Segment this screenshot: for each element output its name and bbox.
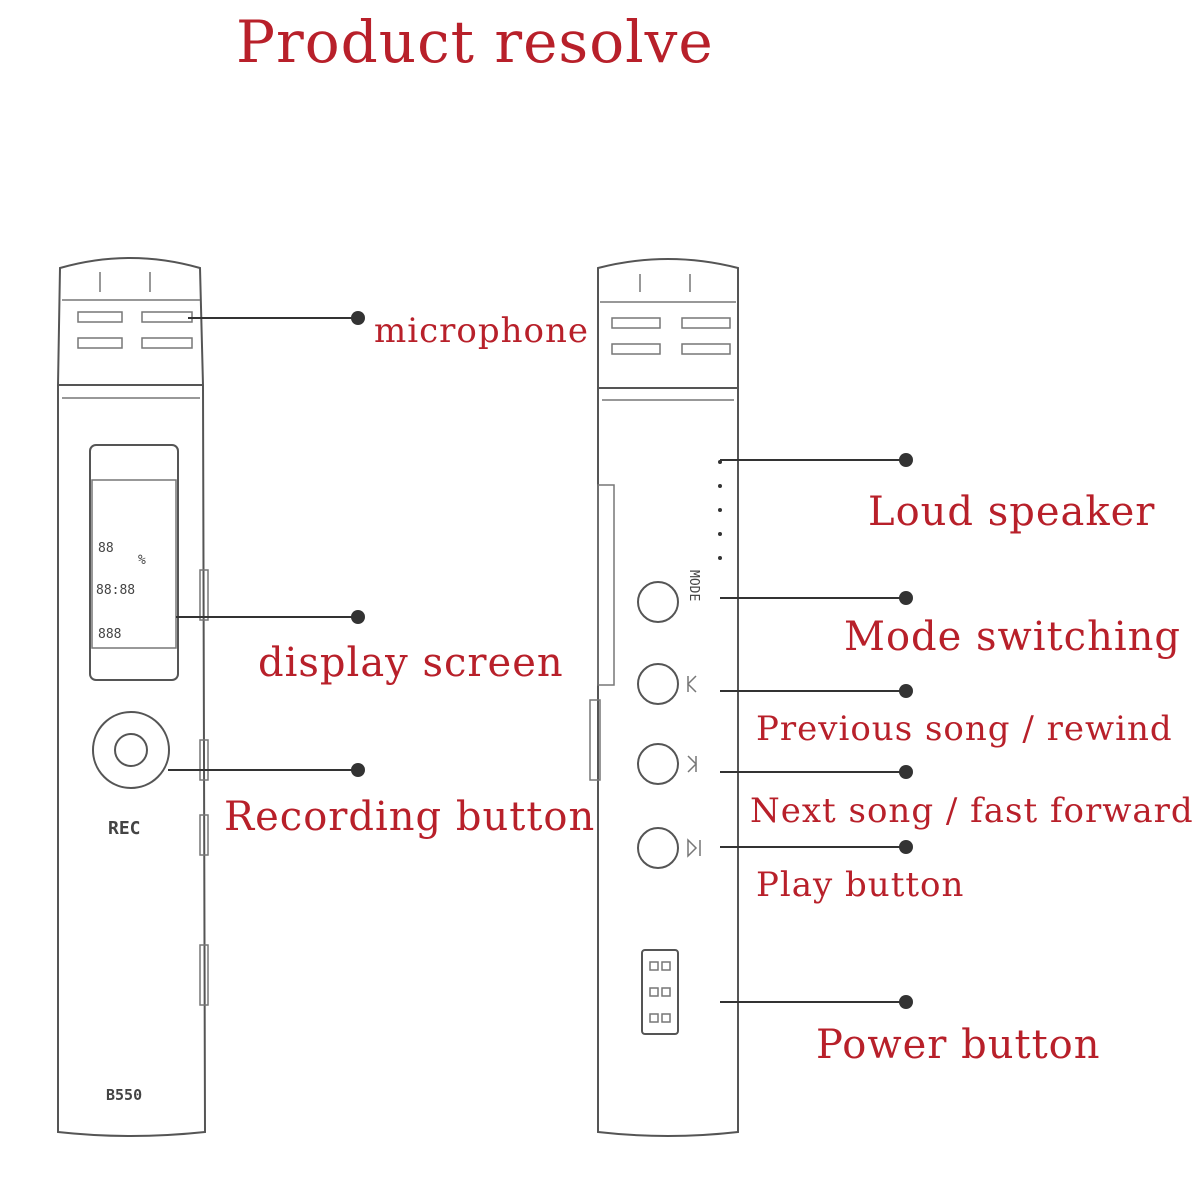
right-side-key <box>589 699 601 781</box>
left-side-key <box>199 944 209 1006</box>
right-side-slot <box>597 484 615 686</box>
display-screen-dot <box>351 610 365 624</box>
label-play-button: Play button <box>756 865 964 905</box>
left-device: 88 % 88:88 888 REC B550 <box>56 257 209 1137</box>
left-side-key <box>199 569 209 621</box>
mode-switching-dot <box>899 591 913 605</box>
previous-dot <box>899 684 913 698</box>
screen-readout-2: % <box>138 553 146 568</box>
recording-button-dot <box>351 763 365 777</box>
next-button <box>637 743 679 785</box>
label-mode-switching: Mode switching <box>844 614 1181 660</box>
rec-label: REC <box>108 818 141 839</box>
next-dot <box>899 765 913 779</box>
play-button <box>637 827 679 869</box>
mode-button <box>637 581 679 623</box>
right-mic-grille <box>611 274 731 355</box>
power-switch <box>641 949 679 1035</box>
model-label: B550 <box>106 1086 142 1104</box>
label-power-button: Power button <box>816 1022 1100 1068</box>
recording-button-ring <box>92 711 170 789</box>
previous-button <box>637 663 679 705</box>
left-mic-head <box>56 257 205 386</box>
right-body <box>597 388 739 1137</box>
label-microphone: microphone <box>374 311 589 351</box>
next-icon <box>687 755 698 773</box>
label-display-screen: display screen <box>258 640 564 686</box>
screen-readout-1: 88 <box>98 541 114 556</box>
left-mic-grille <box>77 272 193 349</box>
screen-readout-4: 888 <box>98 627 121 642</box>
loud-speaker-dot <box>899 453 913 467</box>
label-previous-song: Previous song / rewind <box>756 709 1173 749</box>
screen-readout-3: 88:88 <box>96 583 135 598</box>
left-body <box>57 384 207 1137</box>
label-recording-button: Recording button <box>224 794 595 840</box>
mode-print: MODE <box>686 570 701 601</box>
speaker-holes <box>718 460 722 560</box>
play-pause-icon <box>687 838 701 858</box>
label-loud-speaker: Loud speaker <box>868 489 1155 535</box>
right-mic-head <box>597 258 739 389</box>
right-device: MODE <box>589 258 739 1137</box>
previous-icon <box>686 675 697 693</box>
label-next-song: Next song / fast forward <box>750 791 1194 831</box>
microphone-dot <box>351 311 365 325</box>
recording-button <box>114 733 148 767</box>
power-dot <box>899 995 913 1009</box>
play-dot <box>899 840 913 854</box>
display-screen <box>91 479 177 649</box>
left-side-key <box>199 814 209 856</box>
diagram-title: Product resolve <box>236 8 714 76</box>
left-screen-frame <box>89 444 179 681</box>
left-side-key <box>199 739 209 781</box>
power-switch-ridges <box>649 961 671 1023</box>
